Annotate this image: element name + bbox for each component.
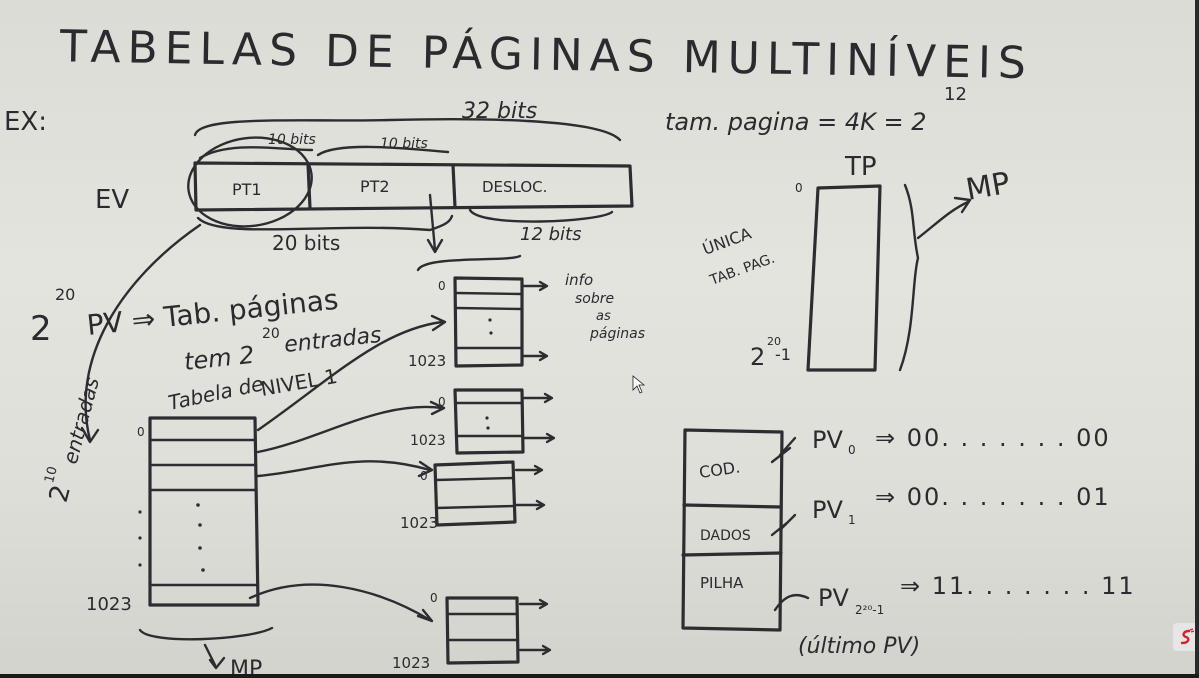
vp-count-line2-rest: entradas	[283, 323, 383, 358]
last-vp-note: (último PV)	[798, 634, 920, 659]
arrow-tp-to-mp	[918, 202, 968, 238]
arrow-l1-to-t3	[258, 461, 430, 476]
field-pt2: PT2	[360, 177, 390, 196]
level2-table-2: 0 1023	[410, 390, 554, 453]
svg-text:0: 0	[848, 443, 856, 457]
l2t4-index-0: 0	[430, 591, 438, 605]
level1-index-1023: 1023	[86, 594, 132, 615]
level1-label-2: NIVEL 1	[259, 364, 339, 401]
brace-level2	[418, 256, 520, 270]
entries-exp: 10	[42, 465, 61, 485]
label-20-bits: 20 bits	[272, 231, 340, 255]
board-title: TABELAS DE PÁGINAS MULTINÍVEIS	[59, 19, 1034, 89]
segments-box: COD. DADOS PILHA	[683, 430, 782, 630]
level1-label-1: Tabela de	[166, 371, 265, 415]
vp-row-1: PV 1 ⇒ 00. . . . . . . 01	[812, 483, 1111, 527]
label-32-bits: 32 bits	[462, 99, 537, 124]
level1-bottom-brace	[140, 628, 272, 639]
l2t4-index-1023: 1023	[392, 654, 430, 672]
l2t1-index-1023: 1023	[408, 352, 446, 370]
tp-index-0: 0	[795, 181, 803, 195]
field-desloc: DESLOC.	[482, 178, 547, 196]
label-12-bits: 12 bits	[520, 224, 582, 245]
vp-count-line2-exp: 20	[262, 326, 280, 342]
vp-row-0: PV 0 ⇒ 00. . . . . . . 00	[812, 424, 1111, 457]
svg-text:1: 1	[848, 513, 856, 527]
vp-count-line2: tem 2	[183, 341, 256, 376]
level2-table-3: 0 1023	[400, 462, 544, 532]
svg-text:⇒ 00. . . . . . . 01: ⇒ 00. . . . . . . 01	[875, 483, 1111, 511]
tp-table	[808, 186, 880, 370]
svg-text:PV: PV	[818, 584, 849, 612]
virtual-address-box: PT1 PT2 DESLOC.	[195, 163, 632, 210]
svg-text:2²⁰-1: 2²⁰-1	[855, 603, 884, 617]
svg-text:⇒ 00. . . . . . . 00: ⇒ 00. . . . . . . 00	[875, 424, 1111, 452]
page-size-text: tam. pagina = 4K = 2	[665, 108, 927, 136]
example-label: EX:	[4, 107, 47, 137]
segment-pilha: PILHA	[700, 574, 744, 592]
info-1: info	[565, 271, 593, 289]
frame-right-edge	[1195, 0, 1199, 678]
l2t1-index-0: 0	[438, 279, 446, 293]
field-pt1: PT1	[232, 180, 262, 199]
l2t3-index-1023: 1023	[400, 514, 438, 532]
level2-table-4: 0 1023	[392, 591, 550, 672]
brace-20-bits	[198, 216, 452, 230]
level1-index-0: 0	[137, 425, 145, 439]
vp-count-exp: 20	[55, 285, 75, 304]
svg-text:PV: PV	[812, 496, 843, 524]
mouse-cursor-icon	[633, 376, 644, 393]
tp-brace	[900, 185, 918, 370]
info-2: sobre	[575, 291, 614, 307]
arrow-pt2-down	[430, 195, 435, 250]
level1-page-table: 0 1023	[86, 418, 258, 615]
segment-dados: DADOS	[700, 528, 751, 544]
arrow-l1-to-t4	[250, 585, 430, 620]
vp-row-last: PV 2²⁰-1 ⇒ 11. . . . . . . 11	[818, 572, 1136, 617]
tp-label: TP	[844, 152, 877, 182]
page-size-exp: 12	[944, 84, 967, 105]
segment-cod: COD.	[698, 457, 741, 482]
l2t2-index-1023: 1023	[410, 433, 446, 449]
label-10-bits-b: 10 bits	[380, 136, 428, 152]
mp-label: MP	[963, 166, 1012, 208]
info-4: páginas	[589, 326, 645, 342]
svg-text:PV: PV	[812, 426, 843, 454]
entries-base: 2	[44, 482, 77, 506]
tp-last-rest: -1	[775, 345, 791, 364]
frame-bottom-edge	[0, 674, 1199, 678]
ev-label: EV	[95, 185, 129, 215]
tp-last-base: 2	[750, 343, 765, 371]
brace-12-bits	[470, 210, 612, 222]
info-3: as	[596, 309, 611, 324]
entries-word: entradas	[58, 375, 104, 467]
svg-text:⇒ 11. . . . . . . 11: ⇒ 11. . . . . . . 11	[900, 572, 1136, 600]
single-table-2: TAB. PAG.	[707, 251, 777, 290]
single-table-1: ÚNICA	[700, 224, 754, 259]
vp-count-base: 2	[30, 309, 52, 349]
